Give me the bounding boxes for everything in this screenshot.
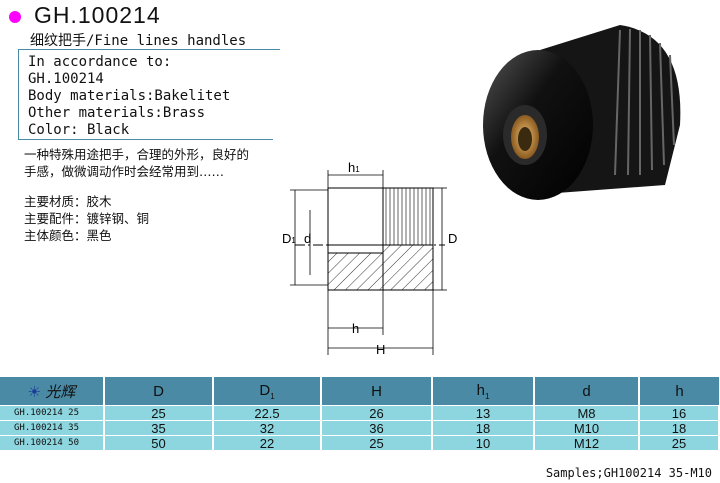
brand-logo: ☀ 光辉 <box>0 377 105 406</box>
spec-line: Color: Black <box>28 122 130 138</box>
product-code-title: GH.100214 <box>34 2 161 28</box>
table-row: GH.100214 35 35 32 36 18 M10 18 <box>0 420 720 436</box>
product-subtitle: 细纹把手/Fine lines handles <box>30 33 247 49</box>
dimensions-table: ☀ 光辉 D D1 H h1 d h GH.100214 25 25 22.5 … <box>0 377 720 450</box>
spec-list: In accordance to: GH.100214 Body materia… <box>28 54 230 139</box>
description-line: 手感，做微调动作时会经常用到…… <box>24 164 225 179</box>
cell: 22 <box>213 435 322 450</box>
cell: 10 <box>432 435 535 450</box>
model-cell: GH.100214 50 <box>0 435 105 450</box>
material-line: 主要配件：镀锌钢、铜 <box>24 211 150 226</box>
description-line: 一种特殊用途把手，合理的外形，良好的 <box>24 147 250 162</box>
dim-D: D <box>448 231 457 246</box>
dim-D1: D1 <box>282 231 296 246</box>
cell: M12 <box>534 435 640 450</box>
divider <box>18 49 280 50</box>
material-line: 主体颜色：黑色 <box>24 228 112 243</box>
column-header: D <box>104 377 214 406</box>
column-header: d <box>534 377 640 406</box>
column-header: h <box>639 377 719 406</box>
table-row: GH.100214 25 25 22.5 26 13 M8 16 <box>0 405 720 421</box>
table-header-row: ☀ 光辉 D D1 H h1 d h <box>0 377 719 406</box>
sample-order-code: Samples;GH100214 35-M10 <box>545 466 712 480</box>
material-line: 主要材质：胶木 <box>24 194 112 209</box>
divider <box>18 49 19 139</box>
title-bullet <box>9 11 21 23</box>
spec-line: Other materials:Brass <box>28 105 206 121</box>
cell: 13 <box>432 405 535 421</box>
dim-H: H <box>376 342 385 357</box>
sunburst-logo-icon: ☀ <box>27 383 42 401</box>
cell: 32 <box>213 420 322 436</box>
cell: 18 <box>432 420 535 436</box>
spec-line: GH.100214 <box>28 71 104 87</box>
table-row: GH.100214 50 50 22 25 10 M12 25 <box>0 435 720 450</box>
cell: M10 <box>534 420 640 436</box>
dim-h: h <box>352 321 359 336</box>
product-photo <box>483 25 681 200</box>
cell: 35 <box>104 420 214 436</box>
cell: 22.5 <box>213 405 322 421</box>
technical-drawing: h1 D1 d D h H <box>282 160 457 357</box>
cell: 16 <box>639 405 720 421</box>
cell: 18 <box>639 420 720 436</box>
cell: 36 <box>321 420 433 436</box>
materials-list: 主要材质：胶木 主要配件：镀锌钢、铜 主体颜色：黑色 <box>24 193 149 244</box>
spec-line: In accordance to: <box>28 54 172 70</box>
model-cell: GH.100214 25 <box>0 405 105 421</box>
dim-h1: h1 <box>348 160 360 175</box>
cell: 25 <box>321 435 433 450</box>
column-header: D1 <box>213 377 322 406</box>
dim-d: d <box>304 231 311 246</box>
cell: M8 <box>534 405 640 421</box>
cell: 50 <box>104 435 214 450</box>
column-header: H <box>321 377 433 406</box>
column-header: h1 <box>432 377 535 406</box>
divider <box>18 139 273 140</box>
cell: 25 <box>639 435 720 450</box>
cell: 26 <box>321 405 433 421</box>
spec-line: Body materials:Bakelitet <box>28 88 231 104</box>
description: 一种特殊用途把手，合理的外形，良好的 手感，做微调动作时会经常用到…… <box>24 146 249 180</box>
cell: 25 <box>104 405 214 421</box>
model-cell: GH.100214 35 <box>0 420 105 436</box>
